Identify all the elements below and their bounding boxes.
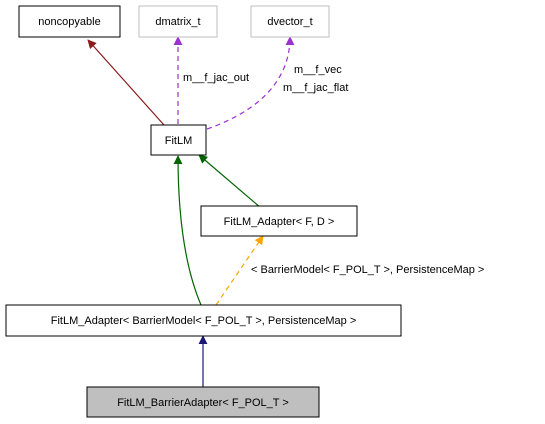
edge-instance-of-template — [215, 235, 264, 306]
node-fitlm-barrier-adapter[interactable]: FitLM_BarrierAdapter< F_POL_T > — [86, 386, 320, 418]
edge-adapter-template-to-fitlm — [198, 154, 262, 209]
edge-label-jac-flat: m__f_jac_flat — [283, 82, 348, 94]
edge-fitlm-to-noncopyable — [87, 39, 165, 126]
node-fitlm[interactable]: FitLM — [150, 124, 207, 156]
edge-label-jac-out: m__f_jac_out — [183, 72, 249, 84]
node-fitlm-adapter-template[interactable]: FitLM_Adapter< F, D > — [200, 205, 358, 237]
edge-label-f-vec: m__f_vec — [294, 64, 342, 76]
node-fitlm-adapter-template-label: FitLM_Adapter< F, D > — [224, 216, 335, 228]
edge-fitlm-uses-dvector — [206, 36, 295, 130]
node-fitlm-adapter-instance-label: FitLM_Adapter< BarrierModel< F_POL_T >, … — [51, 315, 357, 327]
node-noncopyable[interactable]: noncopyable — [18, 5, 121, 38]
node-dvector-t-label: dvector_t — [267, 16, 312, 28]
node-fitlm-barrier-adapter-label: FitLM_BarrierAdapter< F_POL_T > — [117, 397, 289, 409]
node-dmatrix-t-label: dmatrix_t — [155, 16, 200, 28]
node-noncopyable-label: noncopyable — [38, 16, 100, 28]
node-fitlm-adapter-instance[interactable]: FitLM_Adapter< BarrierModel< F_POL_T >, … — [5, 304, 402, 337]
edge-adapter-instance-to-fitlm — [173, 155, 202, 306]
node-dmatrix-t[interactable]: dmatrix_t — [138, 5, 218, 38]
node-fitlm-label: FitLM — [165, 135, 193, 147]
edge-label-template-args: < BarrierModel< F_POL_T >, PersistenceMa… — [251, 264, 484, 276]
node-dvector-t[interactable]: dvector_t — [250, 5, 330, 38]
